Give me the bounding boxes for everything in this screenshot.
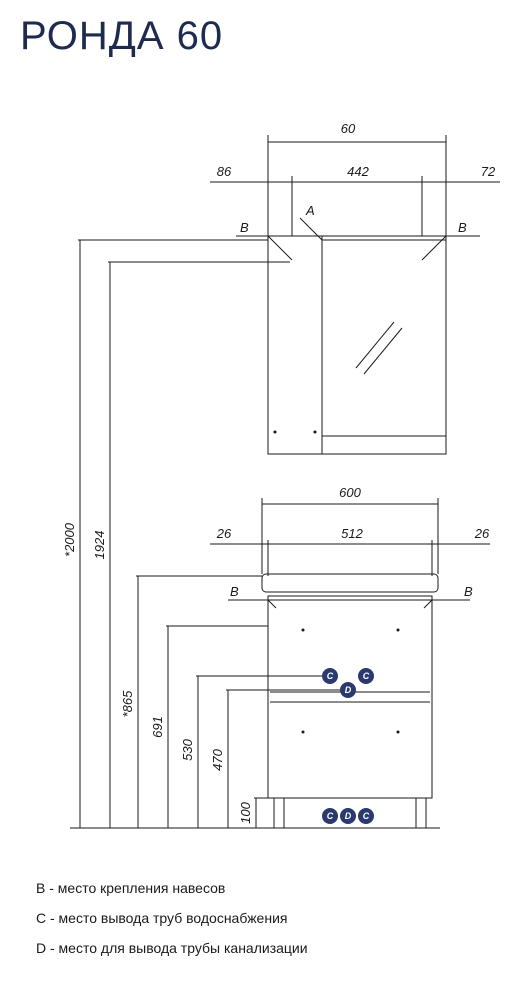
dim-442: 442 bbox=[347, 164, 369, 179]
svg-text:D: D bbox=[345, 811, 352, 821]
countertop bbox=[261, 573, 439, 593]
dim-26-left: 26 bbox=[216, 526, 232, 541]
svg-text:C: C bbox=[363, 811, 370, 821]
leg-left bbox=[273, 797, 285, 829]
legend-c: C - место вывода труб водоснабжения bbox=[36, 910, 288, 926]
dim-600: 600 bbox=[339, 485, 361, 500]
dim-470: 470 bbox=[210, 748, 225, 770]
dim-72: 72 bbox=[481, 164, 496, 179]
dim-86: 86 bbox=[217, 164, 232, 179]
dim-1924: 1924 bbox=[92, 531, 107, 560]
marker-c-1 bbox=[322, 668, 338, 684]
marker-c-4 bbox=[358, 808, 374, 824]
leg-right bbox=[415, 797, 427, 829]
dim-530: 530 bbox=[180, 738, 195, 760]
legend-d: D - место для вывода трубы канализации bbox=[36, 940, 308, 956]
svg-text:C: C bbox=[327, 671, 334, 681]
marker-a: A bbox=[305, 203, 315, 218]
svg-text:D: D bbox=[345, 685, 352, 695]
marker-b-top-left: B bbox=[240, 220, 249, 235]
dim-865: *865 bbox=[120, 690, 135, 718]
vanity-body bbox=[267, 595, 433, 799]
marker-b-top-right: B bbox=[458, 220, 467, 235]
dim-60: 60 bbox=[341, 121, 356, 136]
marker-c-2 bbox=[358, 668, 374, 684]
dim-2000: *2000 bbox=[62, 522, 77, 557]
svg-text:C: C bbox=[363, 671, 370, 681]
marker-d-2 bbox=[340, 808, 356, 824]
dim-691: 691 bbox=[150, 716, 165, 738]
marker-d-1 bbox=[340, 682, 356, 698]
marker-b-bottom-right: B bbox=[464, 584, 473, 599]
marker-b-bottom-left: B bbox=[230, 584, 239, 599]
dim-100: 100 bbox=[238, 801, 253, 823]
legend-b: B - место крепления навесов bbox=[36, 880, 226, 896]
svg-text:C: C bbox=[327, 811, 334, 821]
dim-26-right: 26 bbox=[474, 526, 490, 541]
page-title: РОНДА 60 bbox=[20, 14, 224, 58]
marker-c-3 bbox=[322, 808, 338, 824]
dim-512: 512 bbox=[341, 526, 363, 541]
wall-cabinet bbox=[267, 235, 447, 455]
